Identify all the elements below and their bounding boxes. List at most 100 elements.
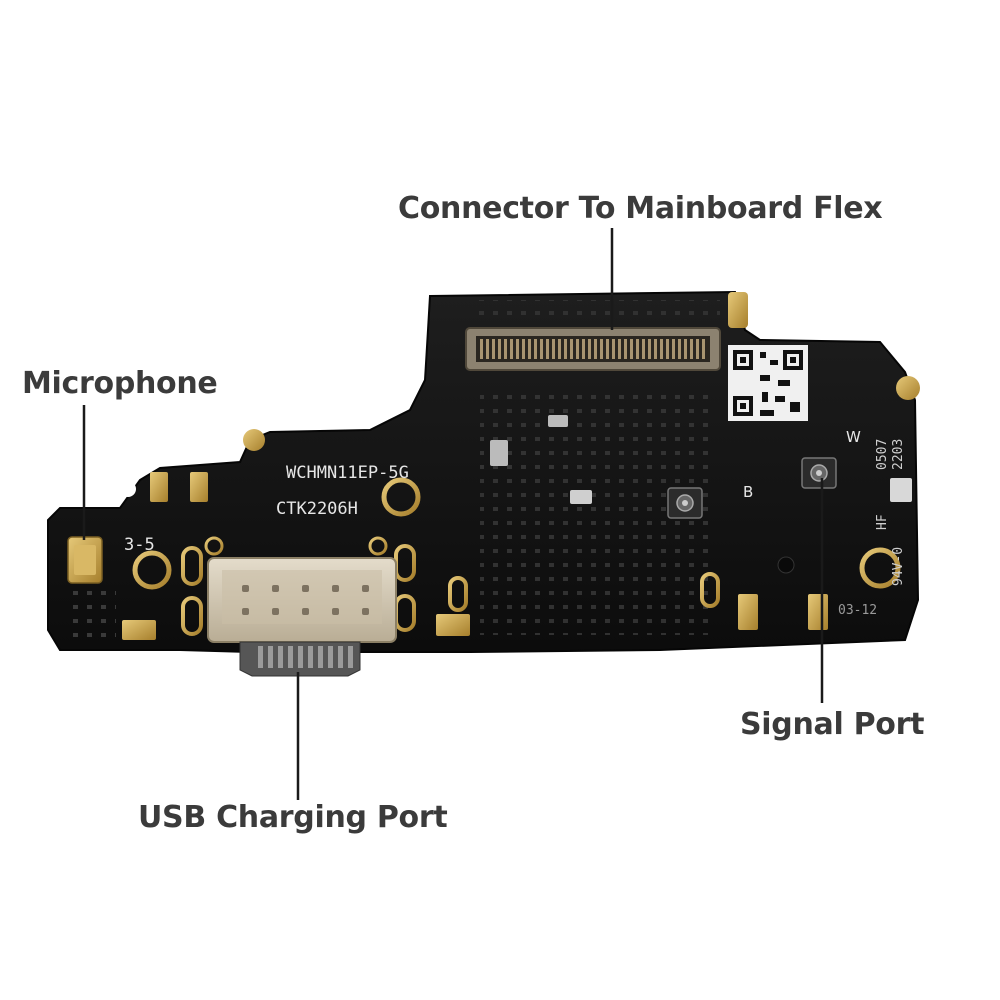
- connector-pin: [666, 339, 669, 359]
- connector-pin: [672, 339, 675, 359]
- usb-pin: [328, 646, 333, 668]
- connector-pin: [690, 339, 693, 359]
- connector-pin: [516, 339, 519, 359]
- connector-pin: [606, 339, 609, 359]
- connector-pin: [570, 339, 573, 359]
- connector-pin: [480, 339, 483, 359]
- usb-shell-hole: [332, 585, 339, 592]
- usb-shell-hole: [272, 585, 279, 592]
- slot-pad: [181, 596, 203, 636]
- slot-pad: [181, 546, 203, 586]
- usb-pin: [338, 646, 343, 668]
- usb-pin: [278, 646, 283, 668]
- usb-pin: [258, 646, 263, 668]
- connector-pin: [492, 339, 495, 359]
- connector-pin: [600, 339, 603, 359]
- connector-pin: [684, 339, 687, 359]
- mounting-hole: [120, 481, 136, 497]
- connector-pin: [534, 339, 537, 359]
- usb-pin: [348, 646, 353, 668]
- usb-shell-hole: [242, 585, 249, 592]
- smd-component: [570, 490, 592, 504]
- mounting-ring: [381, 477, 421, 517]
- usb-shell-hole: [242, 608, 249, 615]
- usb-pin: [308, 646, 313, 668]
- connector-pin: [546, 339, 549, 359]
- gold-pad: [150, 472, 168, 502]
- connector-pin: [660, 339, 663, 359]
- connector-pin: [528, 339, 531, 359]
- gold-pad: [738, 594, 758, 630]
- connector-callout-label: Connector To Mainboard Flex: [398, 191, 883, 226]
- antenna-b-text: B: [743, 483, 753, 501]
- connector-pin: [654, 339, 657, 359]
- usb-c-port: [204, 536, 397, 677]
- side-text-3: HF: [875, 514, 890, 530]
- slot-pad: [700, 572, 720, 608]
- connector-pin: [678, 339, 681, 359]
- connector-pin: [594, 339, 597, 359]
- usb-pin: [288, 646, 293, 668]
- connector-pin: [648, 339, 651, 359]
- signal-connector-w: [801, 457, 837, 489]
- corner-pad: [896, 376, 920, 400]
- connector-pin: [486, 339, 489, 359]
- connector-pin: [522, 339, 525, 359]
- gold-pad: [436, 614, 470, 636]
- connector-pin: [540, 339, 543, 359]
- qr-code: [728, 345, 808, 421]
- connector-pin: [630, 339, 633, 359]
- usb-shell-hole: [332, 608, 339, 615]
- mic-mark-text: 3-5: [124, 535, 155, 555]
- connector-pin: [588, 339, 591, 359]
- connector-pin: [558, 339, 561, 359]
- component-area: [470, 300, 720, 325]
- usb-shell-hole: [362, 608, 369, 615]
- mounting-hole: [777, 556, 795, 574]
- mounting-ring: [859, 547, 901, 589]
- corner-pad: [243, 429, 265, 451]
- gold-pad: [122, 620, 156, 640]
- board-code-text: CTK2206H: [276, 499, 358, 519]
- connector-pin: [612, 339, 615, 359]
- connector-pin: [582, 339, 585, 359]
- antenna-w-text: W: [846, 428, 861, 446]
- connector-pin: [642, 339, 645, 359]
- slot-pad: [448, 576, 468, 612]
- board-model-text: WCHMN11EP-5G: [286, 463, 409, 483]
- usb-pin: [318, 646, 323, 668]
- smd-component: [548, 415, 568, 427]
- corner-pad: [728, 292, 748, 328]
- side-text-1: 0507: [875, 439, 890, 470]
- flex-connector: [465, 327, 721, 371]
- connector-pin: [576, 339, 579, 359]
- side-text-4: 94V-0: [891, 547, 906, 586]
- smd-component: [490, 440, 508, 466]
- mounting-ring: [132, 550, 172, 590]
- usb-shell-hole: [302, 608, 309, 615]
- usb-shell-hole: [362, 585, 369, 592]
- connector-pin: [702, 339, 705, 359]
- microphone-callout-label: Microphone: [22, 366, 218, 401]
- usb-port-callout-label: USB Charging Port: [138, 800, 448, 835]
- connector-pin: [624, 339, 627, 359]
- connector-pin: [504, 339, 507, 359]
- signal-port-callout-label: Signal Port: [740, 707, 925, 742]
- usb-pin: [268, 646, 273, 668]
- connector-pin: [564, 339, 567, 359]
- gold-pad: [808, 594, 828, 630]
- usb-shell-hole: [302, 585, 309, 592]
- connector-pin: [552, 339, 555, 359]
- side-text-2: 2203: [891, 439, 906, 470]
- connector-pin: [636, 339, 639, 359]
- connector-pin: [498, 339, 501, 359]
- gold-pad: [190, 472, 208, 502]
- component-area: [66, 590, 116, 640]
- connector-pin: [696, 339, 699, 359]
- signal-connector-b: [667, 487, 703, 519]
- usb-shell-hole: [272, 608, 279, 615]
- side-text-5: 03-12: [838, 603, 877, 618]
- connector-pin: [510, 339, 513, 359]
- microphone-component: [67, 536, 103, 584]
